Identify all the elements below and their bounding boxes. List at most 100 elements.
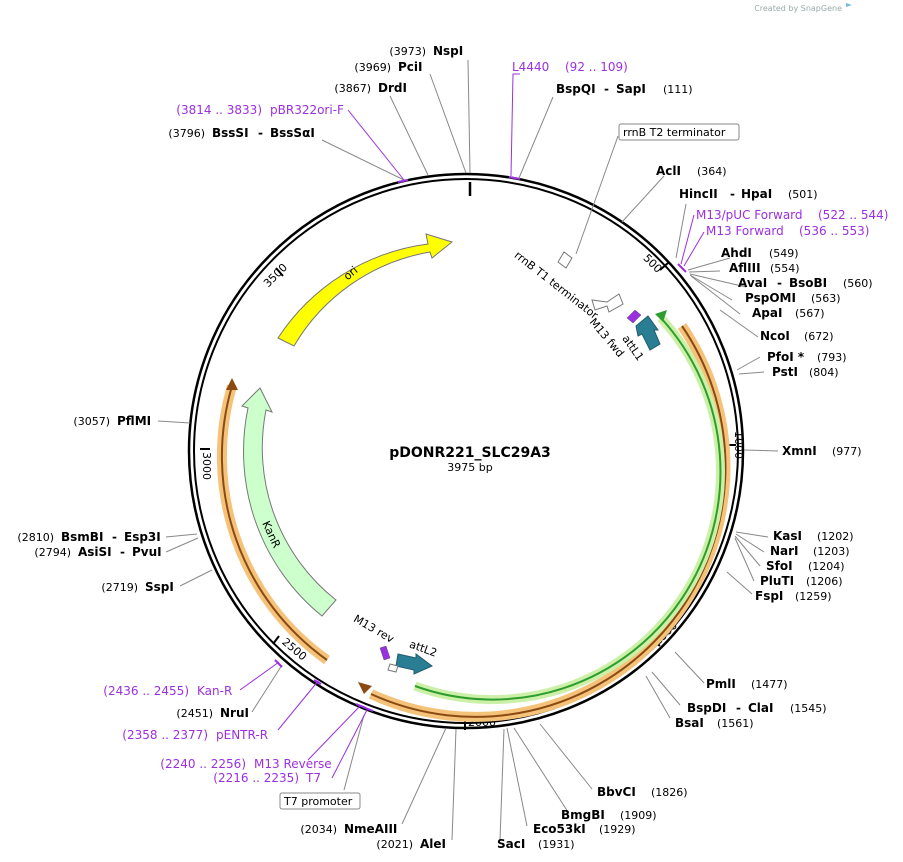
primer-m13-reverse-range: (2240 .. 2256) [160, 757, 246, 771]
site-bsssi-sep: - [258, 126, 263, 140]
site-esp3i: Esp3I [124, 530, 161, 544]
insert-green-arrowhead [655, 310, 667, 322]
site-bbvci: BbvCI [597, 785, 636, 799]
site-bsobi: BsoBI [789, 276, 827, 290]
site-acli-pos: (364) [697, 165, 727, 178]
rrnb-t2-terminator-feature [557, 251, 573, 269]
site-pcii: PciI [398, 60, 423, 74]
snapgene-credit: Created by SnapGene [754, 4, 842, 13]
attl2-feature [395, 653, 433, 675]
tick-label-3000: 3000 [200, 452, 213, 480]
site-bsmbi-sep: - [112, 530, 117, 544]
site-pmli-pos: (1477) [751, 678, 788, 691]
site-bmgbi-pos: (1909) [620, 809, 657, 822]
site-eco53ki-pos: (1929) [599, 823, 636, 836]
primer-leader-lines [239, 73, 705, 779]
site-bsmbi: BsmBI [61, 530, 103, 544]
site-hincii: HincII [679, 187, 718, 201]
primer-pbr322ori-f: pBR322ori-F [270, 103, 344, 117]
snapgene-logo-icon [846, 3, 852, 7]
primer-l4440: L4440 [512, 60, 549, 74]
primer-site-marks [274, 176, 687, 712]
tick-label-3500: 3500 [261, 261, 290, 290]
site-fspi-pos: (1259) [795, 590, 832, 603]
site-bsssi-pos: (3796) [168, 127, 205, 140]
site-sapi: SapI [616, 82, 646, 96]
site-leader-lines [157, 59, 779, 841]
site-pfoi: PfoI * [767, 350, 805, 364]
attl2-label: attL2 [408, 638, 439, 660]
m13-rev-label: M13 rev [351, 612, 396, 646]
site-bsssi: BssSI [212, 126, 249, 140]
kan-brown-arrowhead [226, 378, 238, 390]
site-ncoi: NcoI [760, 329, 790, 343]
insert-brown-arc-right [370, 325, 727, 718]
site-ahdi: AhdI [721, 246, 752, 260]
site-bspqi-sep: - [604, 82, 609, 96]
site-pflmi: PflMI [117, 414, 151, 428]
site-bspqi-pos: (111) [663, 83, 693, 96]
plasmid-length: 3975 bp [447, 461, 492, 474]
site-apai-pos: (567) [795, 307, 825, 320]
insert-brown-arrowhead [358, 682, 372, 694]
attl1-feature [635, 315, 661, 351]
primer-t7: T7 [305, 771, 321, 785]
site-kasi: KasI [773, 529, 802, 543]
t7-promoter-label: T7 promoter [283, 795, 353, 808]
rrnb-t2-terminator-label: rrnB T2 terminator [623, 126, 726, 139]
site-bsai: BsaI [675, 716, 704, 730]
site-hpai: HpaI [741, 187, 772, 201]
site-nmeaiii-pos: (2034) [300, 823, 337, 836]
site-nari: NarI [770, 544, 799, 558]
site-apai: ApaI [752, 306, 782, 320]
site-sfoi-pos: (1204) [808, 560, 845, 573]
site-ahdi-pos: (549) [769, 247, 799, 260]
site-pmli: PmlI [706, 677, 736, 691]
site-bspdi: BspDI [687, 701, 726, 715]
site-sfoi: SfoI [766, 559, 793, 573]
site-saci: SacI [497, 837, 525, 851]
site-asisi-pos: (2794) [34, 546, 71, 559]
site-asisi-sep: - [120, 545, 125, 559]
ori-feature [277, 233, 454, 347]
primer-m13puc-forward: M13/pUC Forward [696, 208, 803, 222]
primer-kan-r-range: (2436 .. 2455) [103, 684, 189, 698]
site-clai: ClaI [748, 701, 773, 715]
insert-orange-arc-right [368, 323, 731, 722]
site-bspqi: BspQI [556, 82, 596, 96]
site-hincii-pos: (501) [788, 188, 818, 201]
site-bmgbi: BmgBI [561, 808, 605, 822]
site-nrui-pos: (2451) [176, 707, 213, 720]
site-acli: AclI [656, 164, 681, 178]
site-sspi-pos: (2719) [101, 581, 138, 594]
site-nrui: NruI [220, 706, 249, 720]
site-saci-pos: (1931) [538, 838, 575, 851]
primer-kan-r: Kan-R [197, 684, 232, 698]
site-fspi: FspI [755, 589, 783, 603]
plasmid-name: pDONR221_SLC29A3 [389, 445, 551, 461]
site-afliii: AflIII [729, 261, 761, 275]
t7-promoter-box [279, 792, 361, 810]
m13-rev-feature [379, 645, 391, 661]
site-pspomi: PspOMI [745, 291, 796, 305]
site-bspdi-pos: (1545) [790, 702, 827, 715]
site-pluti-pos: (1206) [806, 575, 843, 588]
primer-m13-forward-range: (536 .. 553) [799, 224, 869, 238]
site-nspi: NspI [433, 44, 463, 58]
site-eco53ki: Eco53kI [533, 822, 586, 836]
site-xmni: XmnI [782, 444, 817, 458]
kanr-feature [241, 387, 337, 617]
primer-m13-forward: M13 Forward [706, 224, 784, 238]
primer-pentr-r: pENTR-R [216, 728, 268, 742]
site-afliii-pos: (554) [770, 262, 800, 275]
insert-green-line [414, 317, 722, 701]
site-bsai-pos: (1561) [717, 717, 754, 730]
m13-fwd-feature [626, 309, 642, 324]
site-xmni-pos: (977) [832, 445, 862, 458]
primer-pbr322ori-f-range: (3814 .. 3833) [176, 103, 262, 117]
primer-m13puc-forward-range: (522 .. 544) [818, 208, 888, 222]
insert-green-arc [413, 314, 725, 705]
site-alei: AleI [420, 837, 446, 851]
site-drdi: DrdI [378, 81, 407, 95]
